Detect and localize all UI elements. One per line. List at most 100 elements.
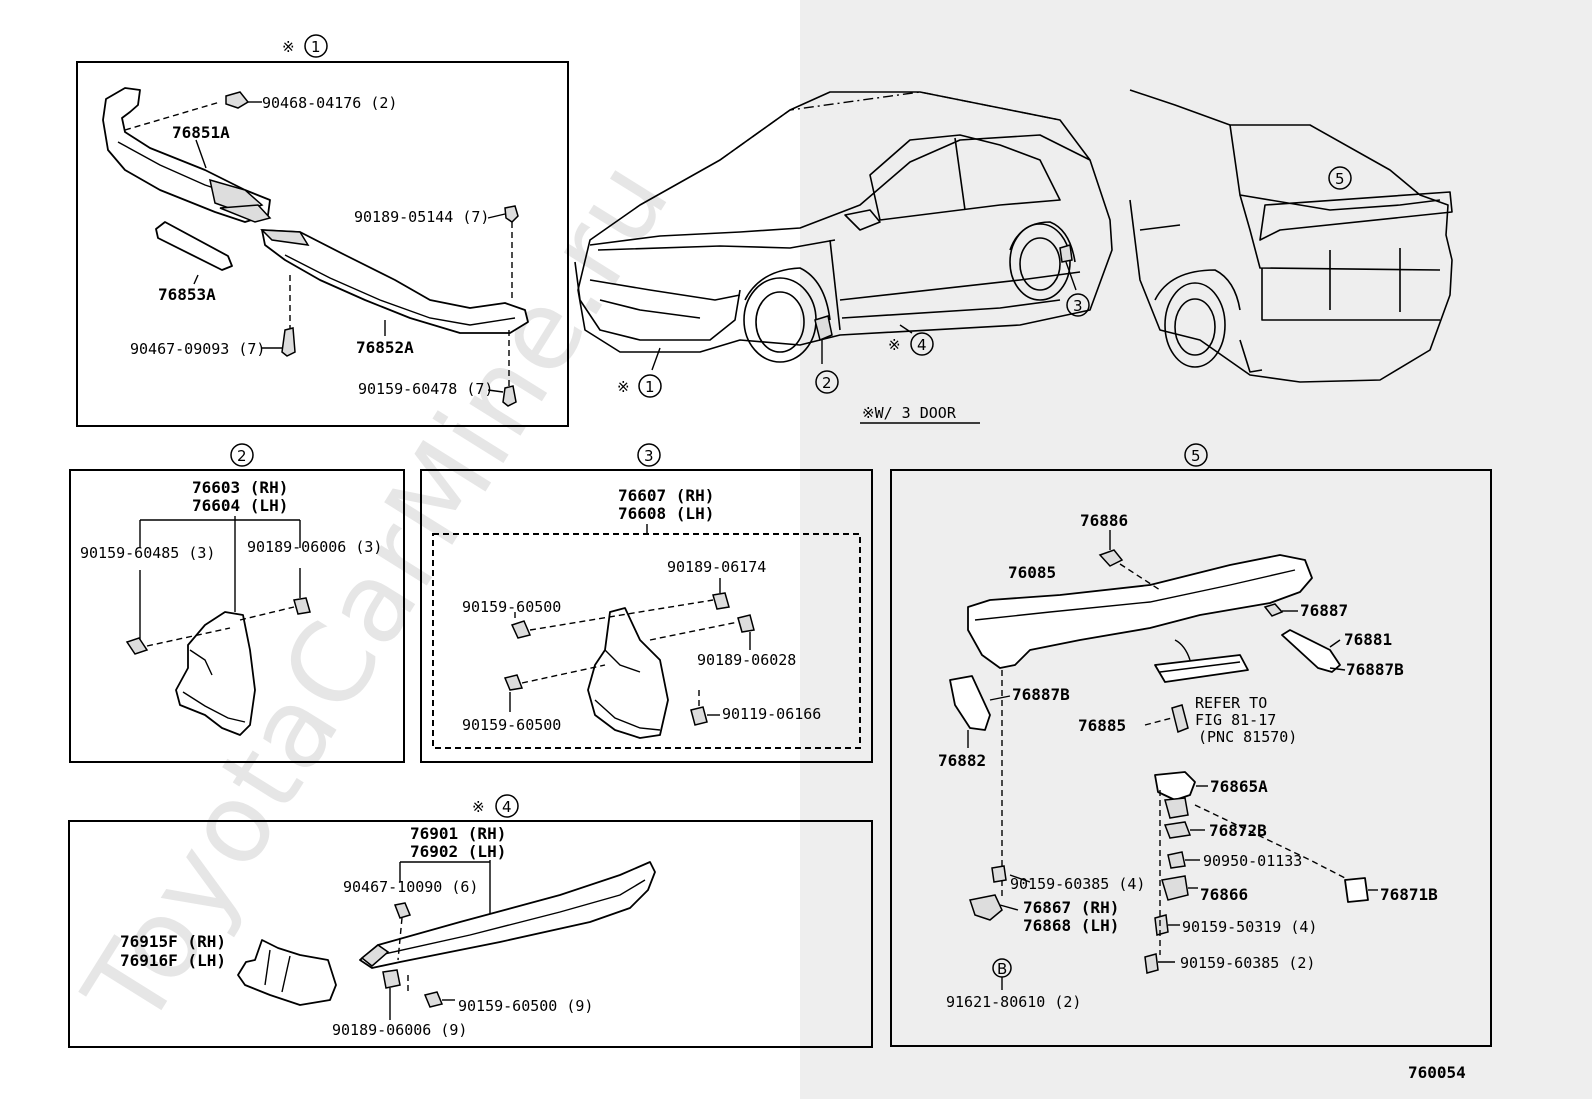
label-90159-60385-2: 90159-60385 (2): [1180, 954, 1315, 972]
label-76853A: 76853A: [158, 285, 216, 304]
part-76882-cover: [949, 675, 991, 731]
label-90189-06028: 90189-06028: [697, 651, 796, 669]
label-pnc-81570: (PNC 81570): [1198, 728, 1297, 746]
label-76885: 76885: [1078, 716, 1126, 735]
label-90189-06006-9: 90189-06006 (9): [332, 1021, 467, 1039]
label-76604: 76604 (LH): [192, 496, 288, 515]
panel1-title-circle: [304, 34, 328, 58]
car-marker-1: [638, 374, 662, 398]
part-76865A-bracket: [1154, 771, 1196, 801]
label-76085: 76085: [1008, 563, 1056, 582]
panel-3-rear-mudguard: 3 76607 (RH) 76608 (LH) 90189-06174 9015…: [420, 443, 873, 763]
label-76887B-left: 76887B: [1012, 685, 1070, 704]
figure-number: 760054: [1408, 1063, 1466, 1082]
label-90119-06166: 90119-06166: [722, 705, 821, 723]
panel-4-rocker-panel: ※ 4 76901 (RH) 76902 (LH) 90467-10090 (6…: [68, 794, 873, 1048]
label-76882: 76882: [938, 751, 986, 770]
part-76881-cover: [1281, 629, 1341, 673]
right-background: [800, 0, 1592, 1099]
panel4-title-star: ※: [472, 798, 485, 816]
panel3-title-circle: [637, 443, 661, 467]
panel-1-front-spoiler: ※ 1 90468-04176 (2) 76851A 90189: [76, 34, 569, 427]
label-76886: 76886: [1080, 511, 1128, 530]
label-90189-06006: 90189-06006 (3): [247, 538, 382, 556]
label-90468-04176: 90468-04176 (2): [262, 94, 397, 112]
car-marker-2-num: 2: [822, 374, 832, 392]
part-76607-mudguard: [587, 607, 669, 739]
label-76887: 76887: [1300, 601, 1348, 620]
panel1-title-num: 1: [311, 38, 321, 56]
label-76881: 76881: [1344, 630, 1392, 649]
rear-marker-5: [1328, 166, 1352, 190]
label-76867: 76867 (RH): [1023, 898, 1119, 917]
car-marker-3-num: 3: [1073, 297, 1083, 315]
label-refer-to: REFER TO: [1195, 694, 1267, 712]
part-76085-spoiler: [967, 554, 1313, 669]
label-90159-60500-9: 90159-60500 (9): [458, 997, 593, 1015]
label-90159-60485: 90159-60485 (3): [80, 544, 215, 562]
panel2-title-num: 2: [237, 447, 247, 465]
panel5-title-num: 5: [1191, 447, 1201, 465]
label-90159-60478: 90159-60478 (7): [358, 380, 493, 398]
label-91621-80610: 91621-80610 (2): [946, 993, 1081, 1011]
label-76851A: 76851A: [172, 123, 230, 142]
part-76871B-clip: [1344, 877, 1369, 903]
part-76603-mudguard: [175, 611, 256, 736]
part-stop-lamp: [1154, 654, 1249, 683]
label-76607: 76607 (RH): [618, 486, 714, 505]
label-76887B-right: 76887B: [1346, 660, 1404, 679]
label-90189-05144: 90189-05144 (7): [354, 208, 489, 226]
rear-marker-5-num: 5: [1335, 170, 1345, 188]
car-marker-4-star: ※: [888, 336, 901, 354]
car-rear-view: 5: [1129, 89, 1453, 383]
label-76915F: 76915F (RH): [120, 932, 226, 951]
panel3-dashed-group: [432, 533, 861, 749]
label-90159-60500-top: 90159-60500: [462, 598, 561, 616]
label-76872B: 76872B: [1209, 821, 1267, 840]
car-marker-3: [1066, 293, 1090, 317]
label-90159-50319: 90159-50319 (4): [1182, 918, 1317, 936]
panel4-title-num: 4: [502, 798, 512, 816]
panel3-title-num: 3: [644, 447, 654, 465]
part-76901-rocker: [359, 861, 656, 969]
label-76901: 76901 (RH): [410, 824, 506, 843]
panel3-box: [420, 469, 873, 763]
label-90159-60500-bottom: 90159-60500: [462, 716, 561, 734]
part-76852A: [261, 229, 529, 334]
label-76916F: 76916F (LH): [120, 951, 226, 970]
part-76853A: [155, 221, 233, 271]
panel-5-rear-spoiler: 5 B: [890, 443, 1492, 1047]
panel1-title-star: ※: [282, 38, 295, 56]
panel4-box: [68, 820, 873, 1048]
car-front-view: ※ 1 2 3 ※ 4 ※W/ 3 DOOR: [574, 91, 1113, 424]
label-76868: 76868 (LH): [1023, 916, 1119, 935]
car-marker-1-star: ※: [617, 378, 630, 396]
panel-2-front-mudguard: 2 76603 (RH) 76604 (LH) 90159-60485 (3) …: [69, 443, 405, 763]
marker-B: B: [997, 960, 1007, 978]
label-76865A: 76865A: [1210, 777, 1268, 796]
label-76608: 76608 (LH): [618, 504, 714, 523]
panel2-box: [69, 469, 405, 763]
label-90950-01133: 90950-01133: [1203, 852, 1302, 870]
car-marker-1-num: 1: [645, 378, 655, 396]
car-marker-4: [910, 332, 934, 356]
panel5-box: [890, 469, 1492, 1047]
panel1-box: [76, 61, 569, 427]
label-90189-06174: 90189-06174: [667, 558, 766, 576]
panel2-title-circle: [230, 443, 254, 467]
car-note-3door: ※W/ 3 DOOR: [862, 404, 957, 422]
panel5-title-circle: [1184, 443, 1208, 467]
label-76902: 76902 (LH): [410, 842, 506, 861]
label-fig-81-17: FIG 81-17: [1195, 711, 1276, 729]
label-90467-10090: 90467-10090 (6): [343, 878, 478, 896]
car-marker-4-num: 4: [917, 336, 927, 354]
label-90159-60385-4: 90159-60385 (4): [1010, 875, 1145, 893]
label-76866: 76866: [1200, 885, 1248, 904]
label-76871B: 76871B: [1380, 885, 1438, 904]
label-76852A: 76852A: [356, 338, 414, 357]
label-90467-09093: 90467-09093 (7): [130, 340, 265, 358]
car-marker-2: [815, 370, 839, 394]
label-76603: 76603 (RH): [192, 478, 288, 497]
panel4-title-circle: [495, 794, 519, 818]
